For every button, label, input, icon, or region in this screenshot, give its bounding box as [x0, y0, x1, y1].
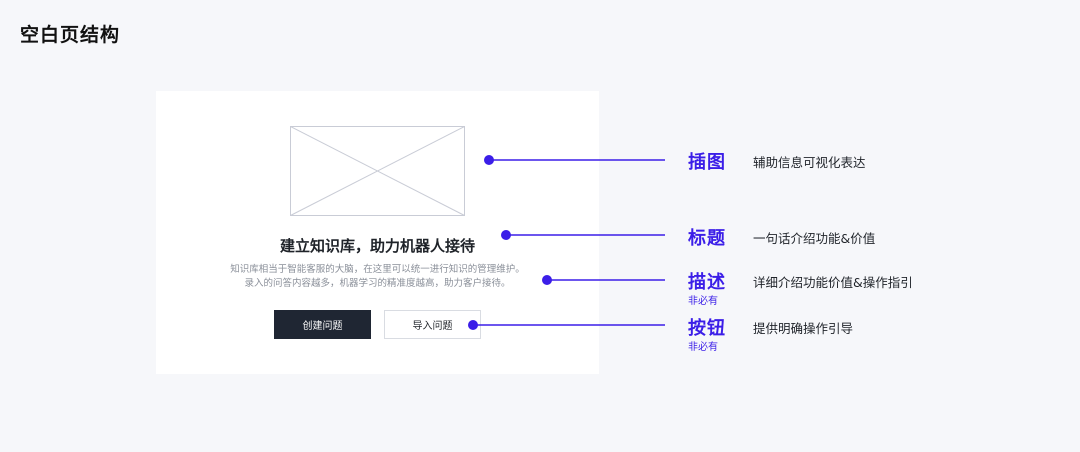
connector-title — [501, 230, 665, 240]
description-line: 录入的问答内容越多，机器学习的精准度越高，助力客户接待。 — [244, 278, 511, 289]
connector-description — [542, 275, 665, 285]
annotation-desc-description: 详细介绍功能价值&操作指引 — [753, 275, 913, 290]
annotation-label-description: 描述 — [688, 272, 726, 293]
annotation-label-title: 标题 — [688, 228, 726, 249]
annotation-sublabel-button: 非必有 — [688, 342, 718, 353]
connector-button — [468, 320, 665, 330]
annotation-desc-title: 一句话介绍功能&价值 — [753, 231, 876, 246]
description-line: 知识库相当于智能客服的大脑，在这里可以统一进行知识的管理维护。 — [230, 264, 525, 275]
annotation-sublabel-description: 非必有 — [688, 296, 718, 307]
annotation-label-illustration: 插图 — [688, 152, 726, 173]
create-question-button[interactable]: 创建问题 — [274, 310, 371, 339]
annotation-label-button: 按钮 — [688, 318, 726, 339]
empty-state-description: 知识库相当于智能客服的大脑，在这里可以统一进行知识的管理维护。 录入的问答内容越… — [156, 263, 599, 291]
illustration-placeholder — [290, 126, 465, 216]
empty-state-title: 建立知识库，助力机器人接待 — [279, 237, 475, 255]
page-title: 空白页结构 — [20, 24, 121, 46]
image-placeholder-icon — [290, 126, 465, 216]
annotation-desc-illustration: 辅助信息可视化表达 — [753, 155, 866, 170]
empty-state-card: 建立知识库，助力机器人接待 知识库相当于智能客服的大脑，在这里可以统一进行知识的… — [156, 91, 599, 374]
annotation-desc-button: 提供明确操作引导 — [753, 321, 854, 336]
connector-illustration — [484, 155, 665, 165]
